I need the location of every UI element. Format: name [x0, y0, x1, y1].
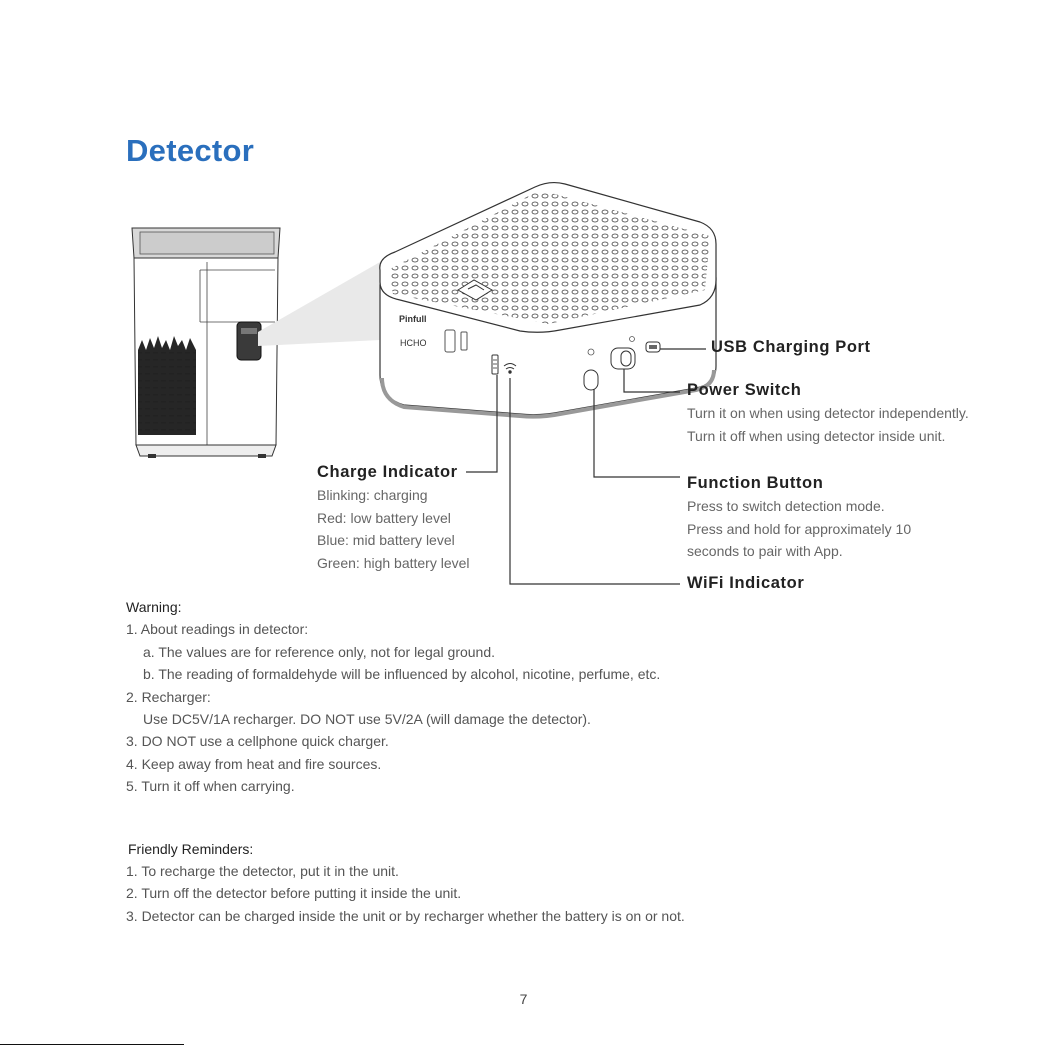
power-switch-desc-line: Turn it off when using detector inside u… [687, 427, 946, 444]
power-switch-callout-title: Power Switch [687, 381, 802, 399]
page-title: Detector [126, 133, 255, 168]
charge-indicator-desc-line: Green: high battery level [317, 554, 470, 571]
function-button-callout: Function Button Press to switch detectio… [687, 474, 911, 563]
footnote-rule [0, 1044, 184, 1045]
wifi-indicator-callout-title: WiFi Indicator [687, 574, 805, 592]
detector-illustration: Pinfull HCHO [379, 181, 717, 419]
power-switch-desc-line: Turn it on when using detector independe… [687, 405, 969, 421]
usb-port-callout-title: USB Charging Port [711, 338, 871, 356]
function-button-desc-line: seconds to pair with App. [687, 543, 843, 559]
warning-line: a. The values are for reference only, no… [143, 644, 496, 660]
leader-lines [466, 348, 706, 585]
charge-indicator-callout-title: Charge Indicator [317, 463, 458, 481]
wifi-indicator-icon [503, 363, 517, 374]
purifier-unit-illustration [131, 227, 281, 458]
charge-indicator-icon [491, 354, 499, 375]
warning-heading: Warning: [126, 599, 182, 615]
detector-diagram: Pinfull HCHO [131, 181, 717, 585]
function-button-desc-line: Press and hold for approximately 10 [687, 520, 912, 537]
charge-indicator-callout: Charge Indicator Blinking: charging Red:… [317, 463, 470, 574]
function-button-callout-title: Function Button [687, 474, 824, 492]
function-button-desc-line: Press to switch detection mode. [687, 498, 885, 514]
charge-indicator-desc-line: Red: low battery level [317, 509, 451, 526]
device-hcho-label: HCHO [400, 338, 427, 348]
device-brand-label: Pinfull [399, 314, 427, 324]
charge-indicator-desc-line: Blinking: charging [317, 487, 428, 503]
warning-line: b. The reading of formaldehyde will be i… [143, 666, 661, 682]
warning-line: 1. About readings in detector: [126, 621, 309, 637]
warning-line: Use DC5V/1A recharger. DO NOT use 5V/2A … [143, 711, 591, 727]
warning-line: 4. Keep away from heat and fire sources. [126, 756, 382, 772]
reminder-line: 1. To recharge the detector, put it in t… [126, 863, 399, 879]
function-button-icon [583, 369, 599, 391]
power-switch-callout: Power Switch Turn it on when using detec… [687, 381, 969, 447]
warning-line: 2. Recharger: [126, 689, 211, 705]
reminders-heading: Friendly Reminders: [128, 841, 254, 857]
charge-indicator-desc-line: Blue: mid battery level [317, 532, 455, 548]
zoom-beam [258, 262, 380, 346]
warning-line: 3. DO NOT use a cellphone quick charger. [126, 733, 389, 749]
page-number: 7 [519, 991, 528, 1007]
reminder-line: 2. Turn off the detector before putting … [126, 885, 462, 901]
warning-line: 5. Turn it off when carrying. [126, 778, 295, 794]
reminder-line: 3. Detector can be charged inside the un… [126, 908, 685, 924]
